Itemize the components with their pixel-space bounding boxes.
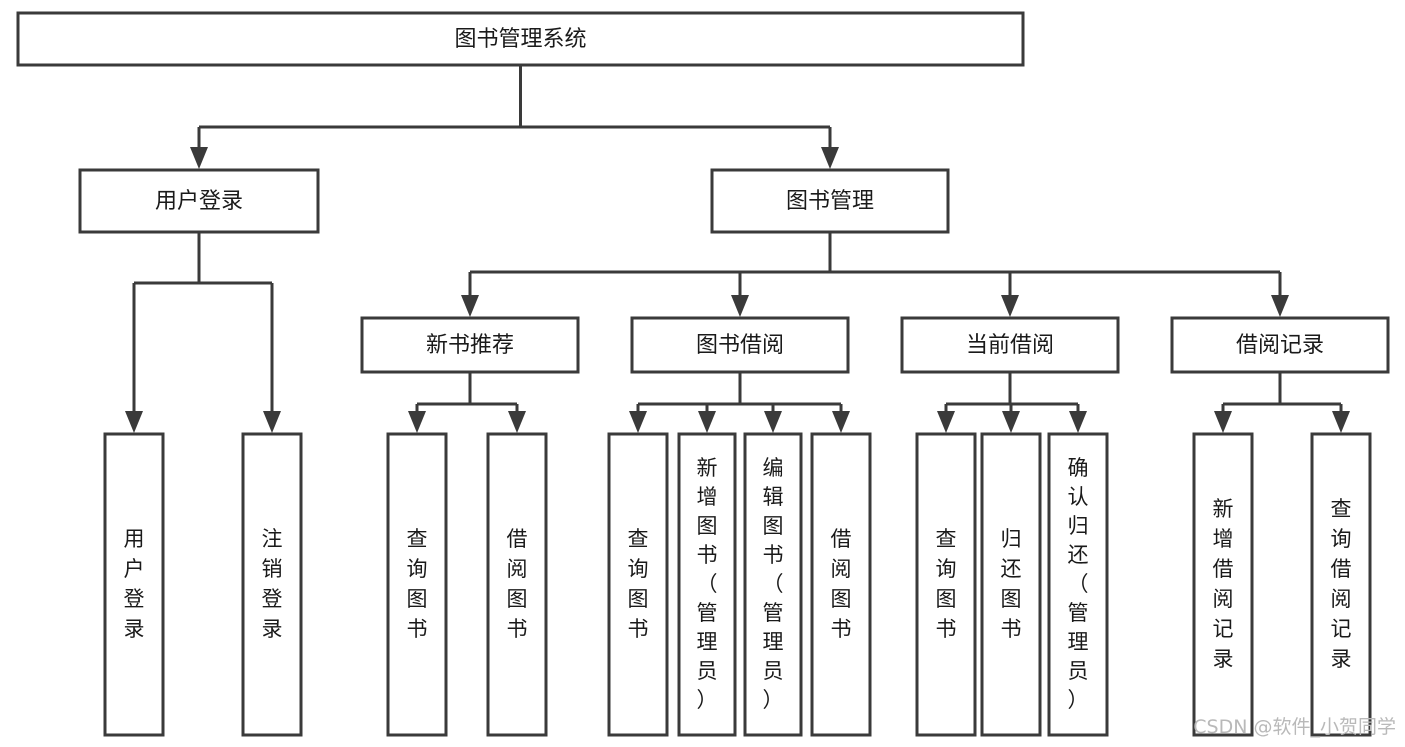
arrow-head-icon [731, 295, 749, 317]
node-label: 查询图书 [628, 527, 649, 641]
arrow-head-icon [764, 411, 782, 433]
node-label: 查询借阅记录 [1331, 497, 1352, 671]
arrow-head-icon [1001, 295, 1019, 317]
node-box[interactable] [1192, 432, 1254, 737]
node-leaf13[interactable]: 查询借阅记录 [1310, 432, 1372, 737]
node-box[interactable] [486, 432, 548, 737]
node-label: 图书借阅 [696, 333, 784, 358]
node-box[interactable] [915, 432, 977, 737]
arrow-head-icon [190, 147, 208, 169]
node-label: 图书管理 [786, 189, 874, 214]
node-newbook[interactable]: 新书推荐 [360, 316, 580, 374]
node-label: 借阅图书 [831, 527, 852, 641]
node-box[interactable] [360, 316, 580, 374]
node-leaf11[interactable]: 确认归还（管理员） [1047, 432, 1109, 737]
node-label: 新增借阅记录 [1213, 497, 1234, 671]
arrow-head-icon [508, 411, 526, 433]
node-label: 归还图书 [1001, 527, 1022, 641]
node-current[interactable]: 当前借阅 [900, 316, 1120, 374]
node-label: 图书管理系统 [454, 27, 586, 52]
node-box[interactable] [16, 11, 1025, 67]
node-box[interactable] [1047, 432, 1109, 737]
node-box[interactable] [386, 432, 448, 737]
node-box[interactable] [241, 432, 303, 737]
node-leaf7[interactable]: 编辑图书（管理员） [743, 432, 803, 737]
node-label: 当前借阅 [966, 333, 1054, 358]
node-leaf1[interactable]: 用户登录 [103, 432, 165, 737]
node-label: 注销登录 [262, 527, 283, 641]
node-borrow[interactable]: 图书借阅 [630, 316, 850, 374]
arrow-head-icon [408, 411, 426, 433]
node-box[interactable] [900, 316, 1120, 374]
node-leaf6[interactable]: 新增图书（管理员） [677, 432, 737, 737]
arrow-head-icon [263, 411, 281, 433]
node-label: 用户登录 [124, 527, 145, 641]
arrow-head-icon [461, 295, 479, 317]
arrow-head-icon [1069, 411, 1087, 433]
node-label: 编辑图书（管理员） [763, 456, 784, 712]
node-label: 查询图书 [936, 527, 957, 641]
node-box[interactable] [607, 432, 669, 737]
node-records[interactable]: 借阅记录 [1170, 316, 1390, 374]
arrow-head-icon [629, 411, 647, 433]
arrow-head-icon [1332, 411, 1350, 433]
node-leaf8[interactable]: 借阅图书 [810, 432, 872, 737]
node-bookmgmt[interactable]: 图书管理 [710, 168, 950, 234]
arrow-head-icon [937, 411, 955, 433]
node-leaf4[interactable]: 借阅图书 [486, 432, 548, 737]
node-root[interactable]: 图书管理系统 [16, 11, 1025, 67]
node-leaf3[interactable]: 查询图书 [386, 432, 448, 737]
node-login[interactable]: 用户登录 [78, 168, 320, 234]
node-label: 借阅图书 [507, 527, 528, 641]
node-box[interactable] [630, 316, 850, 374]
edges-layer [125, 65, 1350, 433]
node-box[interactable] [810, 432, 872, 737]
node-leaf5[interactable]: 查询图书 [607, 432, 669, 737]
nodes-layer: 图书管理系统用户登录图书管理新书推荐图书借阅当前借阅借阅记录用户登录注销登录查询… [16, 11, 1390, 737]
node-box[interactable] [677, 432, 737, 737]
node-leaf10[interactable]: 归还图书 [980, 432, 1042, 737]
node-leaf12[interactable]: 新增借阅记录 [1192, 432, 1254, 737]
node-leaf9[interactable]: 查询图书 [915, 432, 977, 737]
arrow-head-icon [1271, 295, 1289, 317]
arrow-head-icon [832, 411, 850, 433]
node-label: 确认归还（管理员） [1068, 456, 1089, 712]
node-box[interactable] [743, 432, 803, 737]
node-box[interactable] [980, 432, 1042, 737]
node-box[interactable] [1170, 316, 1390, 374]
node-label: 用户登录 [155, 189, 243, 214]
node-label: 新增图书（管理员） [697, 456, 718, 712]
node-label: 查询图书 [407, 527, 428, 641]
arrow-head-icon [1002, 411, 1020, 433]
node-box[interactable] [1310, 432, 1372, 737]
node-label: 借阅记录 [1236, 333, 1324, 358]
arrow-head-icon [821, 147, 839, 169]
node-box[interactable] [710, 168, 950, 234]
node-box[interactable] [103, 432, 165, 737]
arrow-head-icon [125, 411, 143, 433]
node-leaf2[interactable]: 注销登录 [241, 432, 303, 737]
arrow-head-icon [698, 411, 716, 433]
node-box[interactable] [78, 168, 320, 234]
arrow-head-icon [1214, 411, 1232, 433]
node-label: 新书推荐 [426, 333, 514, 358]
watermark-label: CSDN @软件_小贺同学 [1193, 716, 1396, 738]
